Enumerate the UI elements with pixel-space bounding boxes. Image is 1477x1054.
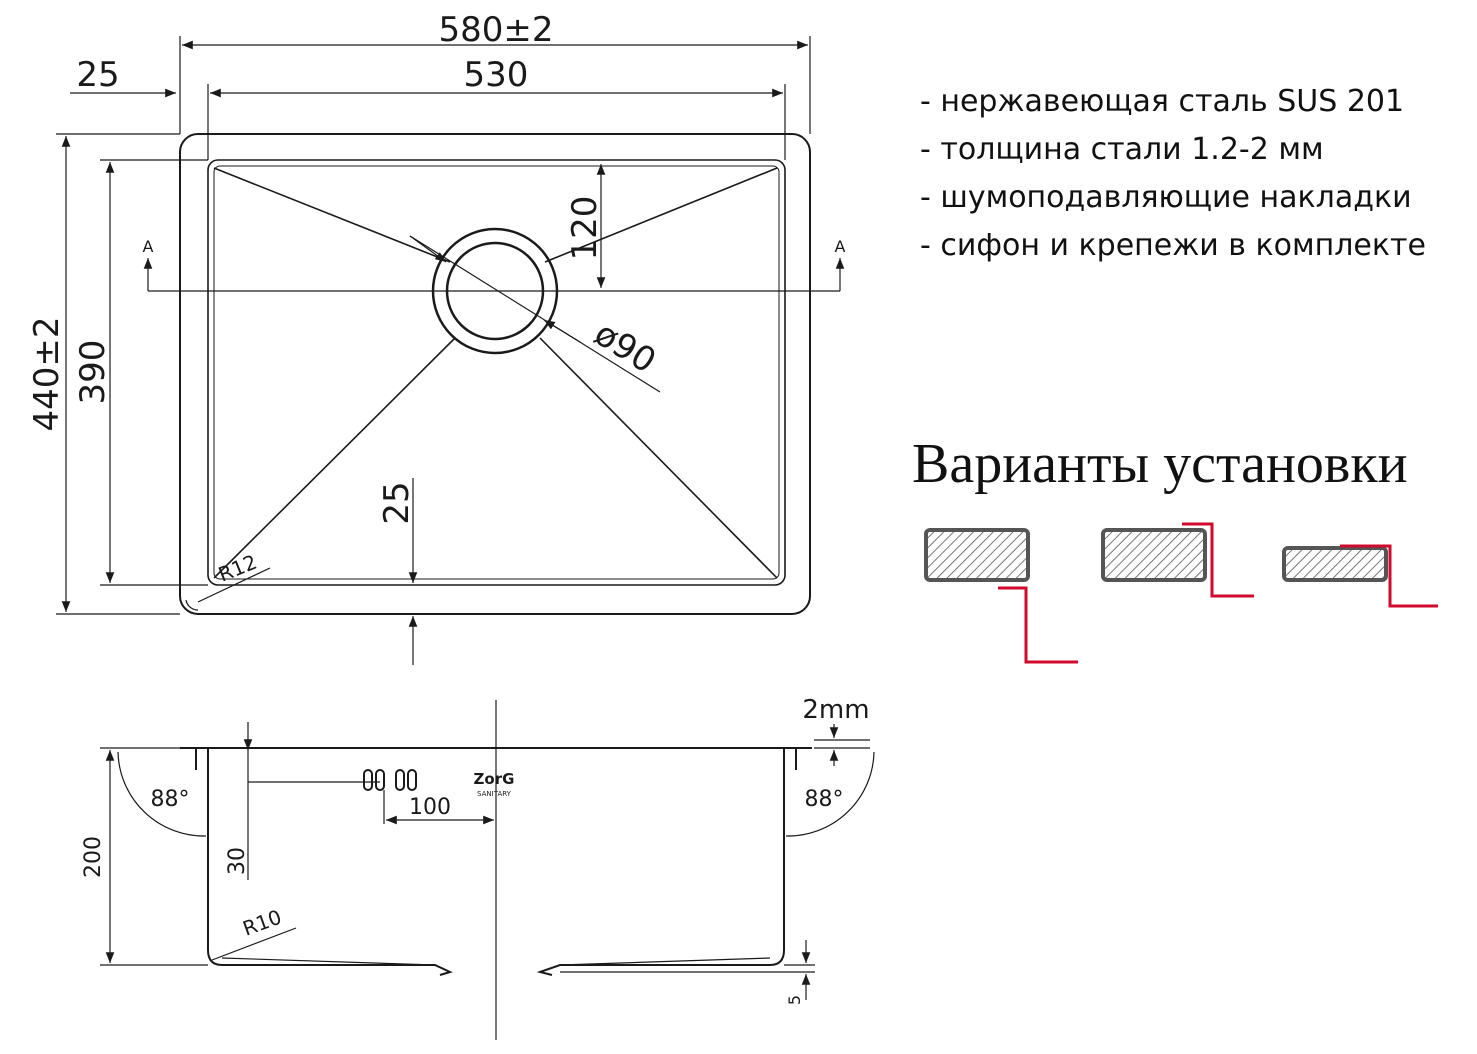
label-overall-width: 580±2 [438,10,553,50]
plan-dimension-labels: 580±2 530 25 440±2 390 120 ø90 25 R12 A … [27,10,846,587]
side-view [100,700,875,1040]
sink-bowl [207,159,786,586]
mount-variant-flush [1101,522,1254,598]
label-bottom-offset: 5 [785,995,804,1005]
label-inner-width: 530 [464,55,529,95]
label-angle-right: 88° [805,787,844,812]
label-overflow-height: 30 [225,847,250,875]
spec-list: - нержавеющая сталь SUS 201 - толщина ст… [920,78,1426,270]
slope-line-tl [213,167,451,263]
brand-logo-sub: SANITARY [477,790,512,798]
label-overflow-offset: 100 [409,795,451,820]
label-inner-depth: 390 [73,340,113,405]
plan-view [56,36,845,665]
label-flange: 25 [76,55,119,95]
label-angle-left: 88° [151,787,190,812]
label-overall-depth: 440±2 [27,316,67,431]
angle-arc-right [785,751,875,837]
slope-line-bl [213,337,456,579]
side-left-wall [207,748,453,976]
spec-item: - шумоподавляющие накладки [920,180,1412,215]
angle-arc-left [117,751,207,837]
radius-leader [197,567,271,603]
side-dimension-labels: 2mm 88° 88° 200 30 100 R10 5 ZorG SANITA… [81,695,870,1005]
mount-variant-undermount [924,528,1078,664]
sink-outer-flange [179,133,811,615]
side-right-wall [536,748,785,976]
variants-title: Варианты установки [912,433,1408,495]
label-side-height: 200 [81,836,106,878]
mount-variant-overmount [1282,544,1438,608]
label-front-offset: 25 [377,481,417,524]
slope-line-br [539,337,778,579]
spec-item: - толщина стали 1.2-2 мм [920,132,1324,167]
diameter-leader [409,235,661,393]
label-corner-radius: R12 [215,550,260,587]
spec-item: - нержавеющая сталь SUS 201 [920,84,1405,119]
spec-item: - сифон и крепежи в комплекте [920,228,1426,263]
label-sheet-thickness: 2mm [802,695,869,725]
slope-line-tr [544,167,778,263]
label-drain-diameter: ø90 [587,314,663,382]
brand-logo-text: ZorG [474,770,515,788]
section-mark-left: A [143,237,154,256]
sink-bowl-inner [213,165,780,580]
section-mark-right: A [835,237,846,256]
label-drain-offset: 120 [565,196,605,261]
